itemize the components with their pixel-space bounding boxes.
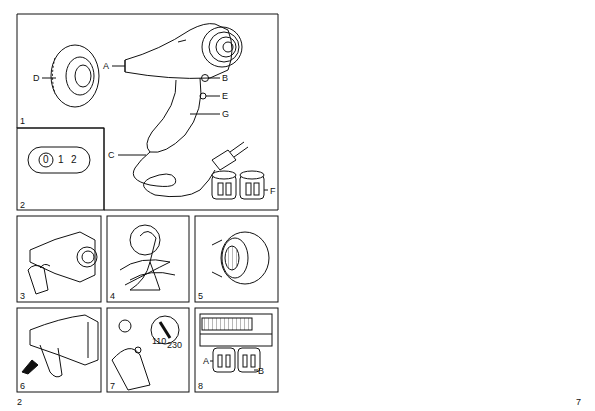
callout-label: 1: [58, 155, 64, 165]
callout-label: 0: [43, 155, 49, 165]
callout-label: 7: [576, 397, 581, 407]
callout-label: 230: [167, 340, 182, 350]
callout-label: E: [222, 91, 228, 101]
callout-label: A: [203, 356, 209, 366]
callout-label: F: [270, 186, 276, 196]
callout-label: C: [108, 150, 115, 160]
callout-label: 5: [198, 291, 203, 301]
callout-label: B: [258, 366, 264, 376]
callout-label: A: [103, 61, 109, 71]
callout-label: 6: [20, 381, 25, 391]
callout-label: 8: [198, 381, 203, 391]
callout-label: 1: [20, 116, 25, 126]
callout-label: 110: [152, 336, 166, 346]
callout-label: D: [33, 73, 40, 83]
callout-label: 4: [110, 291, 115, 301]
callout-label: 2: [20, 200, 25, 210]
callout-label: 2: [17, 397, 22, 407]
callout-label: G: [222, 109, 229, 119]
callout-label: B: [222, 73, 228, 83]
callout-label: 3: [20, 291, 25, 301]
callout-label: 7: [110, 381, 115, 391]
callout-label: 2: [71, 155, 77, 165]
